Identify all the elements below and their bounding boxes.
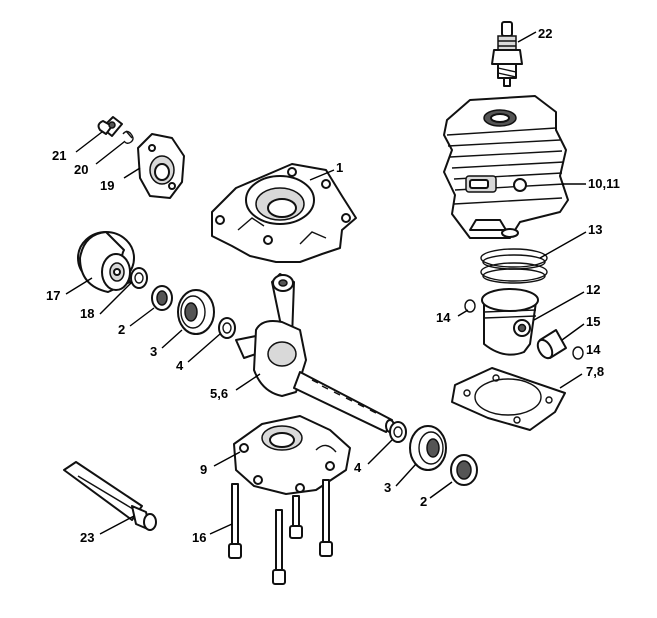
- shim-washer-right: [389, 421, 407, 443]
- piston-rings: [480, 248, 548, 284]
- circlip-left: [464, 299, 476, 313]
- callout-17: 17: [46, 288, 60, 303]
- callout-14-left: 14: [436, 310, 451, 325]
- piston-pin: [536, 329, 567, 360]
- callout-4-left: 4: [176, 358, 184, 373]
- ball-bearing-left: [177, 289, 215, 335]
- callout-15: 15: [586, 314, 600, 329]
- crankcase-half: [211, 163, 357, 263]
- crankshaft: [235, 273, 395, 433]
- callout-3-left: 3: [150, 344, 157, 359]
- clutch-drum: [77, 231, 135, 293]
- callout-10-11: 10,11: [588, 176, 620, 191]
- callout-1: 1: [336, 160, 343, 175]
- callout-7-8: 7,8: [586, 364, 604, 379]
- grease-tube: [63, 461, 157, 531]
- callout-9: 9: [200, 462, 207, 477]
- shim-washer-right-hole: [393, 426, 403, 438]
- screw-2: [272, 509, 286, 585]
- callout-16: 16: [192, 530, 206, 545]
- screw-1: [228, 483, 242, 559]
- callout-14-right: 14: [586, 342, 601, 357]
- callout-20: 20: [74, 162, 88, 177]
- leader-lines: [65, 31, 587, 535]
- callout-5-6: 5,6: [210, 386, 228, 401]
- spring: [122, 130, 134, 144]
- callout-12: 12: [586, 282, 600, 297]
- screw-3: [289, 495, 303, 539]
- shim-washer-left-hole: [222, 322, 232, 334]
- callout-4-right: 4: [354, 460, 362, 475]
- callout-3-right: 3: [384, 480, 391, 495]
- shim-washer-left: [218, 317, 236, 339]
- fuel-cap-screw: [97, 116, 123, 137]
- callout-13: 13: [588, 222, 602, 237]
- callout-2-left: 2: [118, 322, 125, 337]
- callout-2-right: 2: [420, 494, 427, 509]
- washer-left-hole: [134, 272, 144, 284]
- oil-seal-left: [151, 285, 173, 311]
- callout-18: 18: [80, 306, 94, 321]
- crankcase-lower-half: [233, 415, 351, 495]
- spark-plug: [491, 21, 523, 87]
- callout-22: 22: [538, 26, 552, 41]
- intake-flange: [137, 133, 185, 199]
- washer-left: [130, 267, 148, 289]
- cylinder-gasket: [451, 367, 566, 431]
- screw-4: [319, 479, 333, 557]
- callout-21: 21: [52, 148, 66, 163]
- ball-bearing-right: [409, 425, 447, 471]
- callout-19: 19: [100, 178, 114, 193]
- circlip-right: [572, 346, 584, 360]
- oil-seal-right: [450, 454, 478, 486]
- piston: [481, 288, 539, 356]
- cylinder: [443, 95, 569, 239]
- callout-23: 23: [80, 530, 94, 545]
